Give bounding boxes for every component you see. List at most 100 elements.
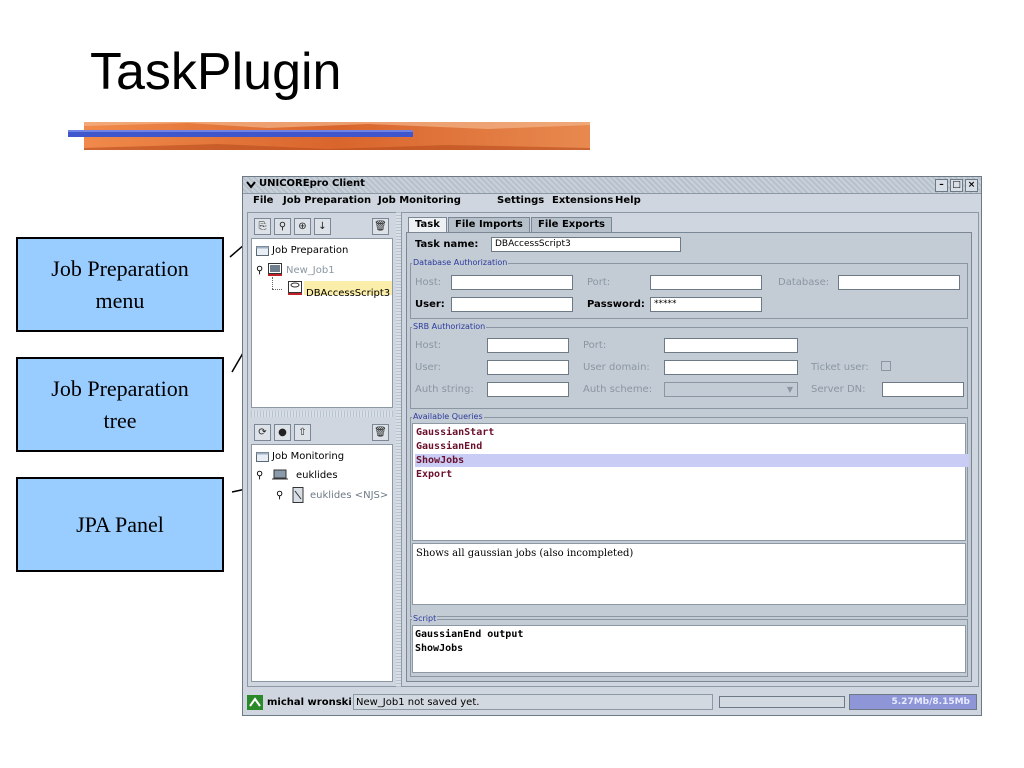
callout-jpa-panel: JPA Panel	[16, 477, 224, 572]
srb-host-field[interactable]	[487, 338, 569, 353]
job-monitoring-tree: Job Monitoring ⚲ euklides ⚲ euklides <NJ…	[251, 444, 393, 682]
menu-help[interactable]: Help	[615, 195, 641, 206]
database-authorization-title: Database Authorization	[412, 258, 509, 267]
available-queries-group	[410, 417, 968, 617]
connection-icon	[247, 695, 263, 710]
job-preparation-tree: Job Preparation ⚲ New_Job1 DBAccessScrip…	[251, 238, 393, 408]
db-host-field[interactable]	[451, 275, 573, 290]
fetch-icon[interactable]: ⇧	[294, 424, 311, 441]
srb-server-dn-field[interactable]	[882, 382, 964, 397]
new-job-icon[interactable]: ⎘	[254, 218, 271, 235]
status-message: New_Job1 not saved yet.	[356, 697, 480, 708]
db-database-field[interactable]	[838, 275, 960, 290]
app-window: UNICOREpro Client – □ × File Job Prepara…	[242, 176, 982, 716]
srb-auth-scheme-select[interactable]: ▼	[664, 382, 798, 397]
srb-ticket-user-label: Ticket user:	[811, 362, 869, 373]
site-icon	[272, 469, 288, 480]
add-task-icon[interactable]: ⊕	[294, 218, 311, 235]
status-bar: michal wronski New_Job1 not saved yet. 5…	[245, 693, 979, 713]
srb-user-field[interactable]	[487, 360, 569, 375]
trash-icon[interactable]: 🗑	[372, 218, 389, 235]
srb-user-domain-label: User domain:	[583, 362, 650, 373]
minimize-icon[interactable]: –	[935, 179, 948, 192]
tree-expand-icon[interactable]: ⚲	[276, 490, 284, 501]
refresh-icon[interactable]: ⟳	[254, 424, 271, 441]
progress-bar	[719, 696, 845, 708]
srb-auth-scheme-label: Auth scheme:	[583, 384, 653, 395]
window-title: UNICOREpro Client	[259, 178, 365, 189]
script-editor[interactable]: GaussianEnd output ShowJobs	[412, 625, 966, 673]
window-menu-icon[interactable]	[246, 180, 256, 189]
task-name-field[interactable]: DBAccessScript3	[491, 237, 681, 252]
srb-user-label: User:	[415, 362, 441, 373]
db-user-label: User:	[415, 299, 445, 310]
sort-icon[interactable]: ↓	[314, 218, 331, 235]
db-database-label: Database:	[778, 277, 830, 288]
srb-auth-string-field[interactable]	[487, 382, 569, 397]
pane-splitter[interactable]	[251, 411, 393, 417]
db-password-field[interactable]: *****	[650, 297, 762, 312]
tab-file-exports[interactable]: File Exports	[531, 217, 612, 232]
tab-task[interactable]: Task	[408, 217, 447, 232]
tree-item-euklides-njs[interactable]: euklides <NJS>	[310, 490, 389, 501]
query-item-selected[interactable]: ShowJobs	[415, 454, 969, 467]
tree-expand-icon[interactable]: ⚲	[256, 470, 264, 481]
folder-icon	[256, 452, 269, 462]
folder-icon	[256, 246, 269, 256]
query-item[interactable]: Export	[416, 469, 453, 480]
menu-job-preparation[interactable]: Job Preparation	[283, 195, 372, 206]
script-line: GaussianEnd output	[415, 629, 524, 640]
menu-bar: File Job Preparation Job Monitoring Sett…	[243, 194, 981, 209]
menu-file[interactable]: File	[253, 195, 274, 206]
script-line: ShowJobs	[415, 643, 464, 654]
task-tab-panel: Task name: DBAccessScript3 Database Auth…	[406, 232, 972, 682]
tree-item-euklides[interactable]: euklides	[296, 470, 338, 481]
srb-auth-string-label: Auth string:	[415, 384, 474, 395]
tree-item-new-job1[interactable]: New_Job1	[286, 265, 335, 276]
tree-root-job-preparation[interactable]: Job Preparation	[272, 245, 349, 256]
db-password-label: Password:	[587, 299, 645, 310]
close-icon[interactable]: ×	[965, 179, 978, 192]
memory-indicator: 5.27Mb/8.15Mb	[849, 694, 977, 710]
callout-job-preparation-tree: Job Preparation tree	[16, 357, 224, 452]
menu-settings[interactable]: Settings	[497, 195, 545, 206]
trash-icon[interactable]: 🗑	[372, 424, 389, 441]
database-icon	[288, 281, 302, 295]
menu-extensions[interactable]: Extensions	[552, 195, 614, 206]
tree-connector	[272, 289, 282, 291]
slide-title: TaskPlugin	[90, 43, 342, 101]
maximize-icon[interactable]: □	[950, 179, 963, 192]
vertical-splitter[interactable]	[396, 212, 401, 687]
db-user-field[interactable]	[451, 297, 573, 312]
search-icon[interactable]: ⚲	[274, 218, 291, 235]
task-name-label: Task name:	[415, 239, 479, 250]
tab-file-imports[interactable]: File Imports	[448, 217, 530, 232]
query-item[interactable]: GaussianStart	[416, 427, 495, 438]
memory-text: 5.27Mb/8.15Mb	[891, 697, 971, 707]
db-host-label: Host:	[415, 277, 442, 288]
query-description: Shows all gaussian jobs (also incomplete…	[416, 548, 634, 559]
tree-expand-icon[interactable]: ⚲	[256, 265, 264, 276]
tree-connector	[272, 277, 274, 289]
ticket-user-checkbox[interactable]	[881, 361, 891, 371]
window-titlebar[interactable]: UNICOREpro Client – □ ×	[243, 177, 981, 194]
stop-icon[interactable]: ●	[274, 424, 291, 441]
queries-list: GaussianStart GaussianEnd ShowJobs Expor…	[412, 423, 969, 541]
tree-root-job-monitoring[interactable]: Job Monitoring	[272, 451, 345, 462]
status-message-box: New_Job1 not saved yet.	[353, 694, 713, 710]
callout-line: tree	[103, 407, 137, 433]
db-port-field[interactable]	[650, 275, 762, 290]
available-queries-title: Available Queries	[412, 412, 484, 421]
chevron-down-icon: ▼	[786, 385, 793, 394]
script-title: Script	[412, 614, 438, 623]
srb-authorization-group	[410, 327, 968, 409]
srb-user-domain-field[interactable]	[664, 360, 798, 375]
tree-item-selected[interactable]: DBAccessScript3	[304, 281, 393, 299]
tree-item-dbaccessscript3: DBAccessScript3	[306, 288, 391, 299]
status-user: michal wronski	[267, 697, 352, 708]
query-item[interactable]: GaussianEnd	[416, 441, 483, 452]
menu-job-monitoring[interactable]: Job Monitoring	[378, 195, 461, 206]
srb-port-field[interactable]	[664, 338, 798, 353]
callout-line: Job Preparation	[51, 375, 189, 401]
